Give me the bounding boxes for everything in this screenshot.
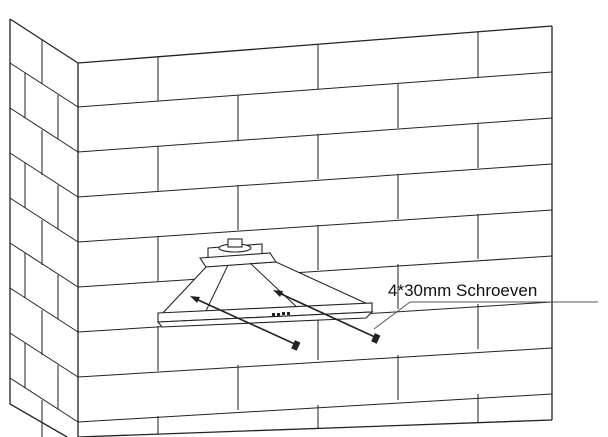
- screw-callout: 4*30mm Schroeven: [373, 281, 598, 330]
- screw-icon: [190, 296, 301, 351]
- side-wall: [9, 18, 79, 437]
- back-wall: [77, 25, 553, 437]
- hood-buttons: [272, 312, 290, 316]
- range-hood-icon: [156, 238, 374, 328]
- screw-callout-label: 4*30mm Schroeven: [388, 281, 537, 300]
- screw-icon-right: [273, 290, 381, 344]
